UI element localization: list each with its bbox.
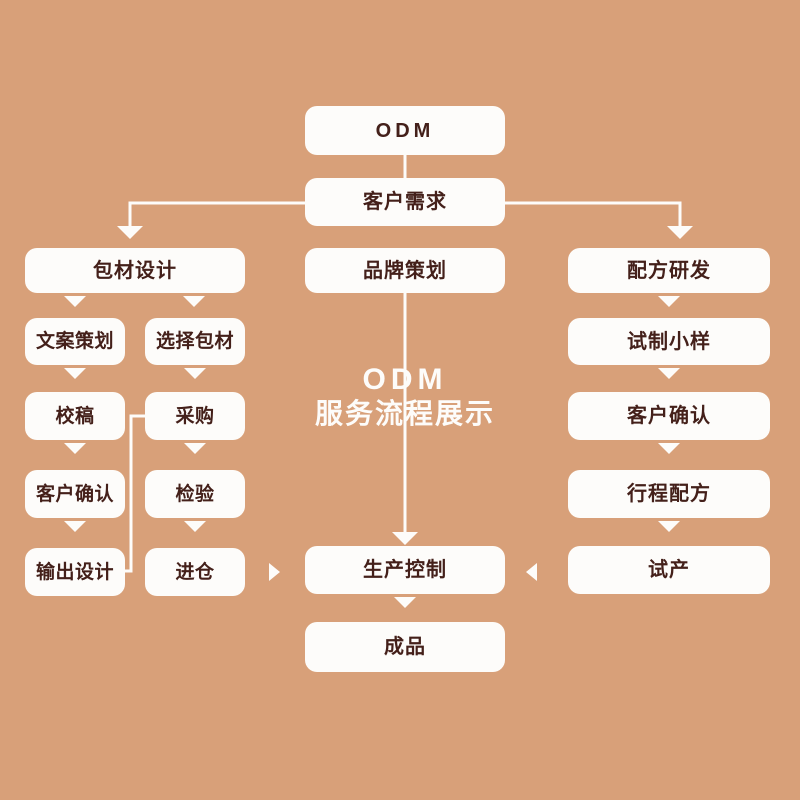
arrow-purchase-to-inspection [184,443,206,454]
branch-arrow-left [117,226,143,239]
node-production-control[interactable]: 生产控制 [305,546,505,594]
arrow-confirm-to-output [64,521,86,532]
node-right-customer-confirm[interactable]: 客户确认 [568,392,770,440]
node-copywriting-plan[interactable]: 文案策划 [25,318,125,365]
node-packaging-design[interactable]: 包材设计 [25,248,245,293]
watermark-line-1: ODM [362,363,448,396]
node-inspection[interactable]: 检验 [145,470,245,518]
arrow-confirm-to-formula-process [658,443,680,454]
node-left-customer-confirm[interactable]: 客户确认 [25,470,125,518]
arrow-production-to-finished [394,597,416,608]
node-select-packaging-material[interactable]: 选择包材 [145,318,245,365]
arrow-inspection-to-warehouse [184,521,206,532]
node-formula-rd[interactable]: 配方研发 [568,248,770,293]
node-warehousing[interactable]: 进仓 [145,548,245,596]
arrow-formula-to-trial-production [658,521,680,532]
arrow-right-block-to-production [526,563,537,581]
watermark-line-2: 服务流程展示 [314,398,495,430]
arrow-pkg-to-select-material [183,296,205,307]
node-process-formula[interactable]: 行程配方 [568,470,770,518]
node-finished-product[interactable]: 成品 [305,622,505,672]
node-trial-sample[interactable]: 试制小样 [568,318,770,365]
node-proofreading[interactable]: 校稿 [25,392,125,440]
node-output-design[interactable]: 输出设计 [25,548,125,596]
center-arrow-to-production [392,532,418,545]
node-odm[interactable]: ODM [305,106,505,155]
node-purchase[interactable]: 采购 [145,392,245,440]
node-customer-requirement[interactable]: 客户需求 [305,178,505,226]
arrow-copywriting-to-proofread [64,368,86,379]
arrow-pkg-to-copywriting [64,296,86,307]
arrow-select-to-purchase [184,368,206,379]
branch-arrow-right [667,226,693,239]
node-brand-planning[interactable]: 品牌策划 [305,248,505,293]
arrow-sample-to-customer-confirm [658,368,680,379]
arrow-formula-to-trial-sample [658,296,680,307]
node-trial-production[interactable]: 试产 [568,546,770,594]
watermark-odm-service-process: ODM 服务流程展示 [305,362,505,430]
arrow-proofread-to-confirm [64,443,86,454]
arrow-left-block-to-production [269,563,280,581]
